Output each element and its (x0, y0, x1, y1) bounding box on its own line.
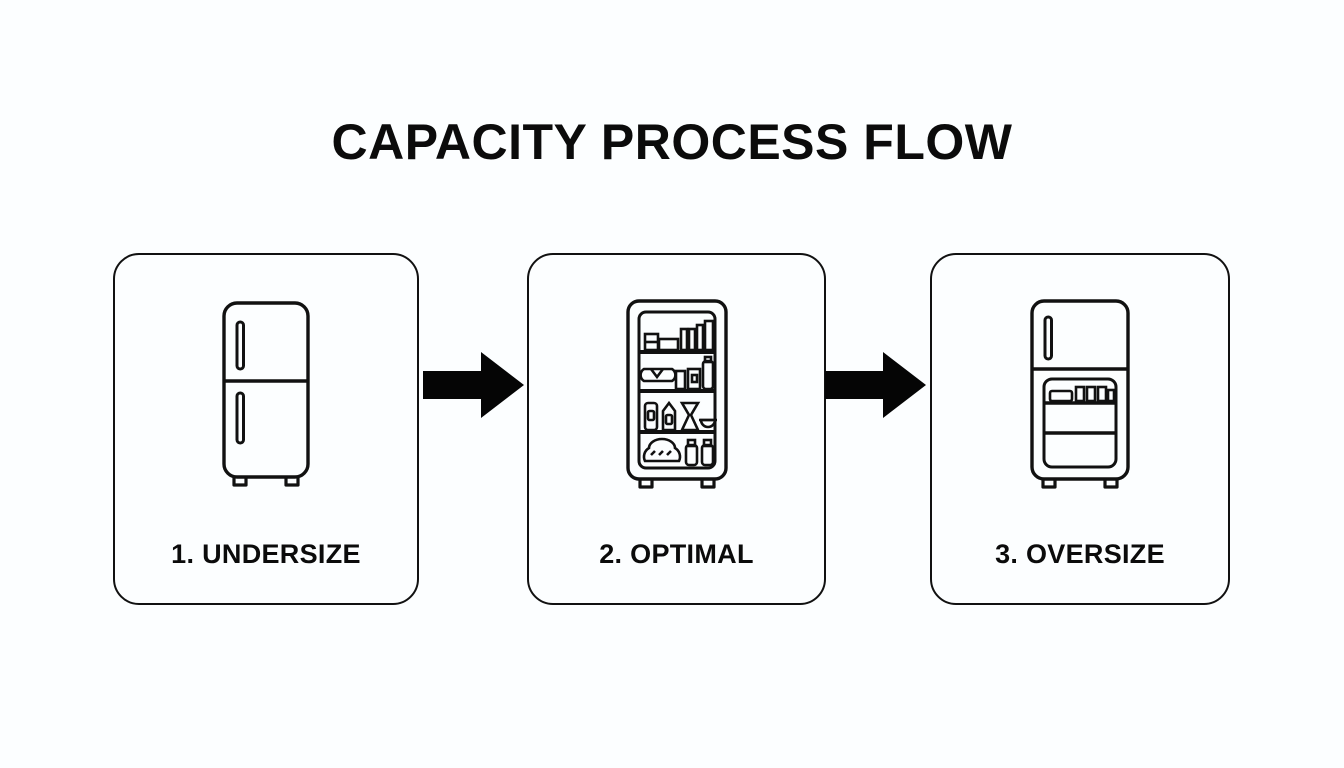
step-card-undersize[interactable]: 1. UNDERSIZE (113, 253, 419, 605)
step-card-label: 1. UNDERSIZE (171, 539, 361, 569)
arrow-right-icon (825, 352, 926, 418)
step-card-label: 2. OPTIMAL (599, 539, 754, 569)
step-card-optimal[interactable]: 2. OPTIMAL (527, 253, 826, 605)
refrigerator-empty-icon (115, 287, 417, 502)
page-title: CAPACITY PROCESS FLOW (331, 114, 1013, 170)
refrigerator-sparse-icon (932, 287, 1228, 502)
refrigerator-stocked-icon (529, 287, 824, 502)
arrow-right-icon (423, 352, 524, 418)
step-card-oversize[interactable]: 3. OVERSIZE (930, 253, 1230, 605)
step-card-label: 3. OVERSIZE (995, 539, 1165, 569)
